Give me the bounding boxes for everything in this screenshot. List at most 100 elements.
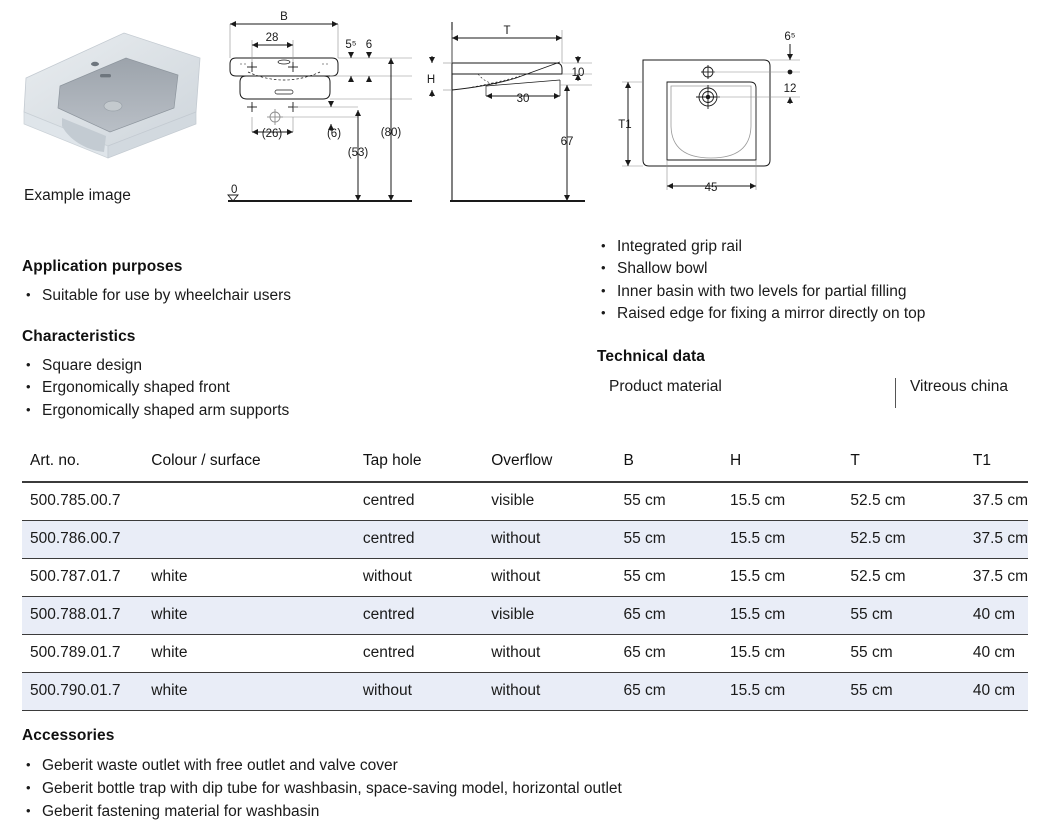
cell-overflow: visible: [491, 492, 535, 509]
cell-t1: 37.5 cm: [972, 568, 1028, 585]
accessories-heading: Accessories: [22, 727, 115, 744]
table-header-row: Art. no. Colour / surface Tap hole Overf…: [22, 452, 1028, 482]
cell-colour: white: [151, 644, 188, 661]
technical-drawings: Example image: [23, 11, 800, 204]
technical-data-row: Product material Vitreous china: [597, 378, 1039, 408]
cell-art-no: 500.790.01.7: [22, 672, 152, 711]
cell-t: 55 cm: [850, 596, 973, 635]
cell-colour: white: [151, 672, 363, 711]
application-purposes-heading: Application purposes: [22, 258, 183, 275]
characteristics-list: Square design Ergonomically shaped front…: [22, 354, 582, 422]
column-header-t1: T1: [972, 452, 991, 469]
cell-t: 55 cm: [850, 672, 973, 711]
cell-t: 52.5 cm: [850, 492, 906, 509]
dim-80: (80): [381, 127, 402, 139]
dim-6-lower: (6): [327, 128, 341, 140]
front-elevation-drawing: B 28 5⁵ 6 (26) (6) (53) (80) 0: [227, 11, 412, 202]
cell-h: 15.5 cm: [729, 520, 851, 559]
cell-b: 65 cm: [623, 672, 730, 711]
application-purposes-list: Suitable for use by wheelchair users: [22, 284, 582, 307]
accessories-section: Accessories Geberit waste outlet with fr…: [22, 727, 822, 823]
dim-26: (26): [262, 128, 283, 140]
cell-t1: 37.5 cm: [972, 492, 1028, 509]
cell-t: 55 cm: [850, 644, 893, 661]
table-row[interactable]: 500.788.01.7 white centred visible 65 cm…: [22, 596, 1028, 635]
cell-art-no: 500.787.01.7: [30, 568, 121, 585]
cell-t1: 40 cm: [972, 644, 1016, 661]
top-plan-drawing: 6⁵ 12 T1 45: [618, 31, 800, 194]
cell-t1: 37.5 cm: [972, 520, 1028, 559]
list-item: Geberit waste outlet with free outlet an…: [22, 753, 822, 777]
dim-T1: T1: [618, 119, 631, 131]
cell-art-no: 500.789.01.7: [30, 644, 121, 661]
cell-tap-hole: without: [362, 568, 412, 585]
example-image-caption: Example image: [24, 187, 131, 204]
dim-53: (53): [348, 147, 369, 159]
dim-6-top: 6: [366, 39, 372, 51]
cell-art-no: 500.788.01.7: [22, 596, 152, 635]
product-photo: [23, 32, 201, 159]
list-item: Ergonomically shaped arm supports: [22, 399, 582, 422]
table-row[interactable]: 500.787.01.7 white without without 55 cm…: [22, 559, 1028, 597]
dim-6-5-top: 6⁵: [784, 31, 795, 43]
features-list: Integrated grip rail Shallow bowl Inner …: [597, 235, 1039, 326]
table-row[interactable]: 500.790.01.7 white without without 65 cm…: [22, 672, 1028, 711]
column-header-b: B: [623, 452, 634, 469]
dim-5-5: 5⁵: [345, 39, 356, 51]
cell-tap-hole: centred: [362, 644, 415, 661]
cell-art-no: 500.786.00.7: [22, 520, 152, 559]
product-variants-table: Art. no. Colour / surface Tap hole Overf…: [22, 452, 1028, 711]
dim-12: 12: [784, 83, 797, 95]
table-row[interactable]: 500.786.00.7 centred without 55 cm 15.5 …: [22, 520, 1028, 559]
cell-h: 15.5 cm: [729, 568, 786, 585]
list-item: Suitable for use by wheelchair users: [22, 284, 582, 307]
accessories-list: Geberit waste outlet with free outlet an…: [22, 753, 822, 823]
table-header: Art. no. Colour / surface Tap hole Overf…: [22, 452, 1028, 482]
cell-tap-hole: without: [362, 672, 492, 711]
list-item: Ergonomically shaped front: [22, 376, 582, 399]
column-header-t: T: [850, 452, 860, 469]
table-body: 500.785.00.7 centred visible 55 cm 15.5 …: [22, 482, 1028, 711]
cell-b: 65 cm: [623, 596, 730, 635]
cell-overflow: without: [491, 520, 624, 559]
dim-T: T: [503, 25, 510, 37]
list-item: Inner basin with two levels for partial …: [597, 280, 1039, 303]
cell-h: 15.5 cm: [729, 672, 851, 711]
cell-b: 55 cm: [623, 492, 666, 509]
cell-overflow: without: [491, 644, 541, 661]
cell-colour: [151, 520, 363, 559]
cell-b: 65 cm: [623, 644, 666, 661]
dim-28: 28: [266, 32, 279, 44]
cell-b: 55 cm: [623, 520, 730, 559]
cell-tap-hole: centred: [362, 492, 415, 509]
cell-t1: 40 cm: [972, 596, 1028, 635]
technical-data-divider: [895, 378, 896, 408]
list-item: Raised edge for fixing a mirror directly…: [597, 302, 1039, 325]
technical-data-section: Technical data Product material Vitreous…: [597, 348, 1039, 408]
cell-tap-hole: centred: [362, 520, 492, 559]
list-item: Square design: [22, 354, 582, 377]
dim-B: B: [280, 11, 288, 23]
cell-h: 15.5 cm: [729, 492, 786, 509]
technical-data-key: Product material: [609, 378, 722, 395]
cell-overflow: without: [491, 568, 541, 585]
list-item: Shallow bowl: [597, 257, 1039, 280]
list-item: Integrated grip rail: [597, 235, 1039, 258]
cell-h: 15.5 cm: [729, 596, 851, 635]
column-header-art-no: Art. no.: [30, 452, 80, 469]
datum-zero-label: 0: [231, 184, 237, 196]
list-item: Geberit fastening material for washbasin: [22, 799, 822, 823]
cell-colour: white: [151, 568, 188, 585]
cell-tap-hole: centred: [362, 596, 492, 635]
table-row[interactable]: 500.785.00.7 centred visible 55 cm 15.5 …: [22, 482, 1028, 521]
table-row[interactable]: 500.789.01.7 white centred without 65 cm…: [22, 635, 1028, 673]
characteristics-section: Characteristics Square design Ergonomica…: [22, 328, 582, 422]
technical-data-value: Vitreous china: [910, 378, 1008, 395]
characteristics-heading: Characteristics: [22, 328, 136, 345]
cell-t: 52.5 cm: [850, 520, 973, 559]
application-purposes-section: Application purposes Suitable for use by…: [22, 258, 582, 307]
cell-overflow: visible: [491, 596, 624, 635]
column-header-h: H: [729, 452, 742, 469]
column-header-colour: Colour / surface: [151, 452, 261, 469]
cell-h: 15.5 cm: [729, 644, 786, 661]
